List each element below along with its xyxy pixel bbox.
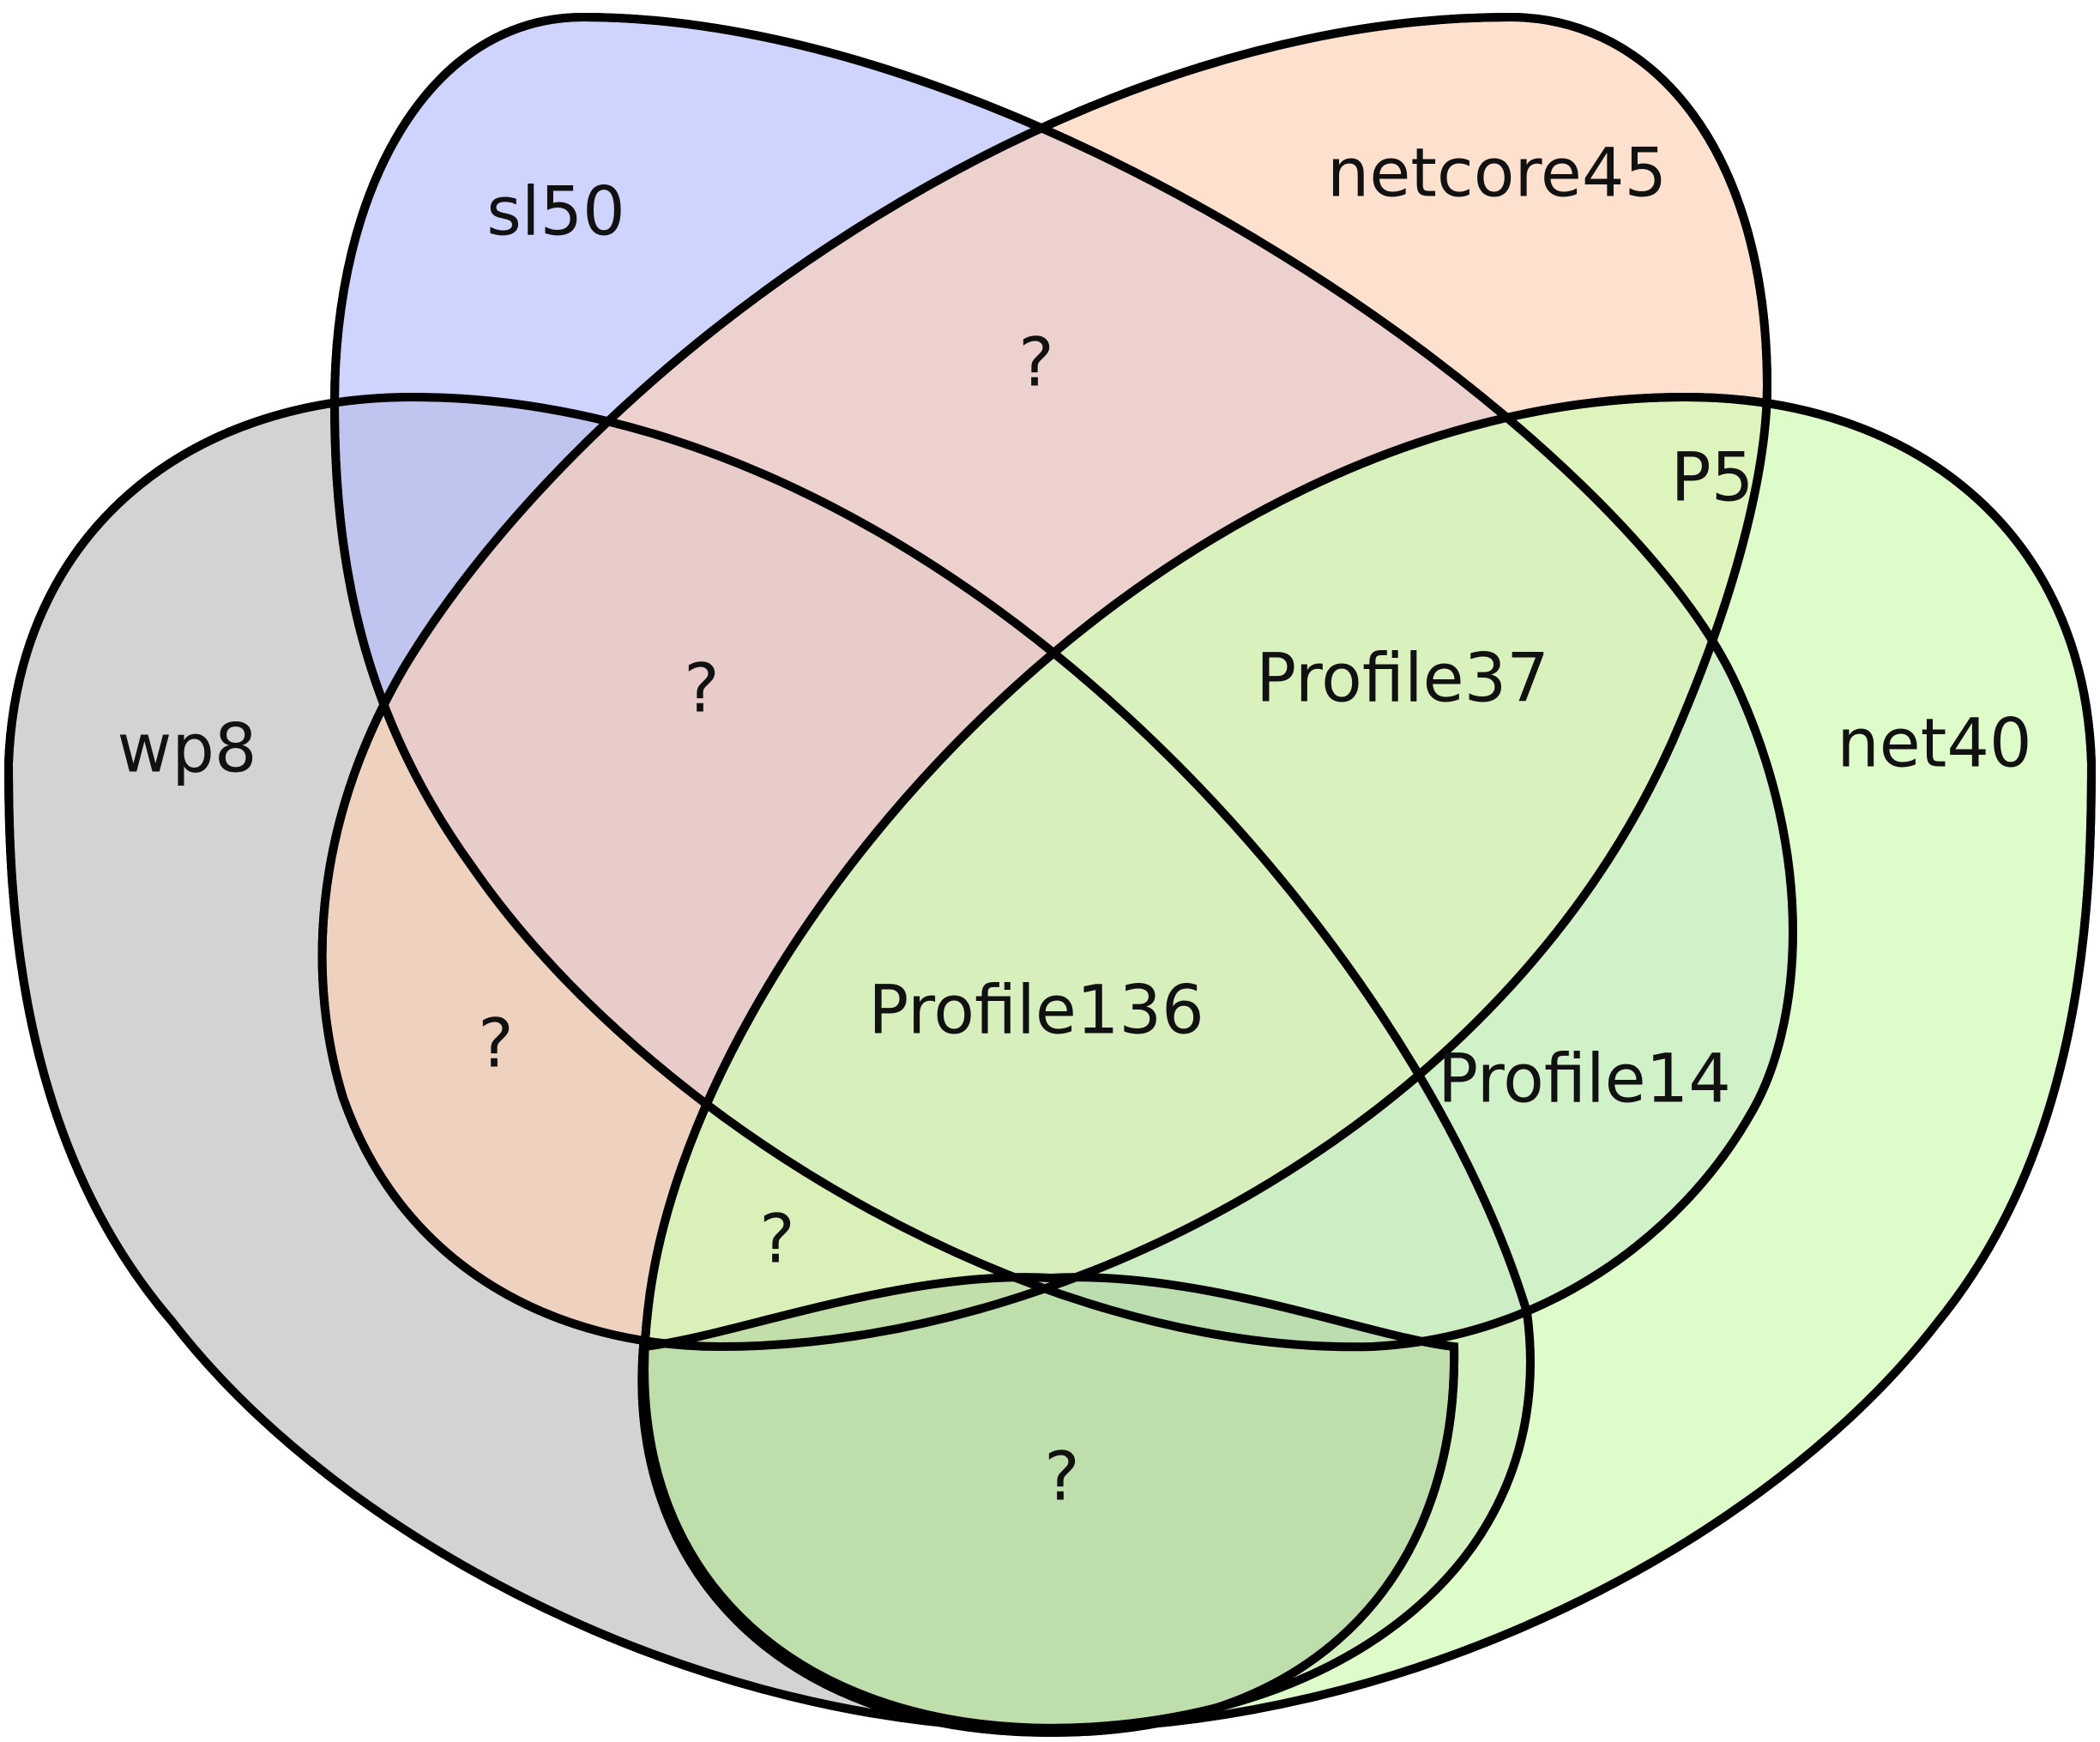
set-label-net40: net40 <box>1837 705 2031 782</box>
region-label-wp8-netcore45: ? <box>478 1005 513 1082</box>
set-label-wp8: wp8 <box>118 710 257 787</box>
region-label-all-four: Profile136 <box>868 972 1204 1049</box>
region-label-lower-left: ? <box>759 1201 794 1278</box>
set-label-netcore45: netcore45 <box>1327 135 1667 212</box>
region-label-sl50-netcore45: ? <box>1018 324 1053 401</box>
region-label-sl50-netcore45-net40: Profile37 <box>1256 640 1549 717</box>
region-label-sl50-net40: Profile14 <box>1438 1040 1731 1118</box>
region-label-bottom-overlap: ? <box>1044 1438 1079 1516</box>
outlines <box>3 12 2097 1738</box>
region-label-wp8-sl50-netcore45: ? <box>684 650 719 727</box>
set-label-sl50: sl50 <box>486 173 625 250</box>
region-label-netcore45-net40: P5 <box>1671 439 1754 516</box>
